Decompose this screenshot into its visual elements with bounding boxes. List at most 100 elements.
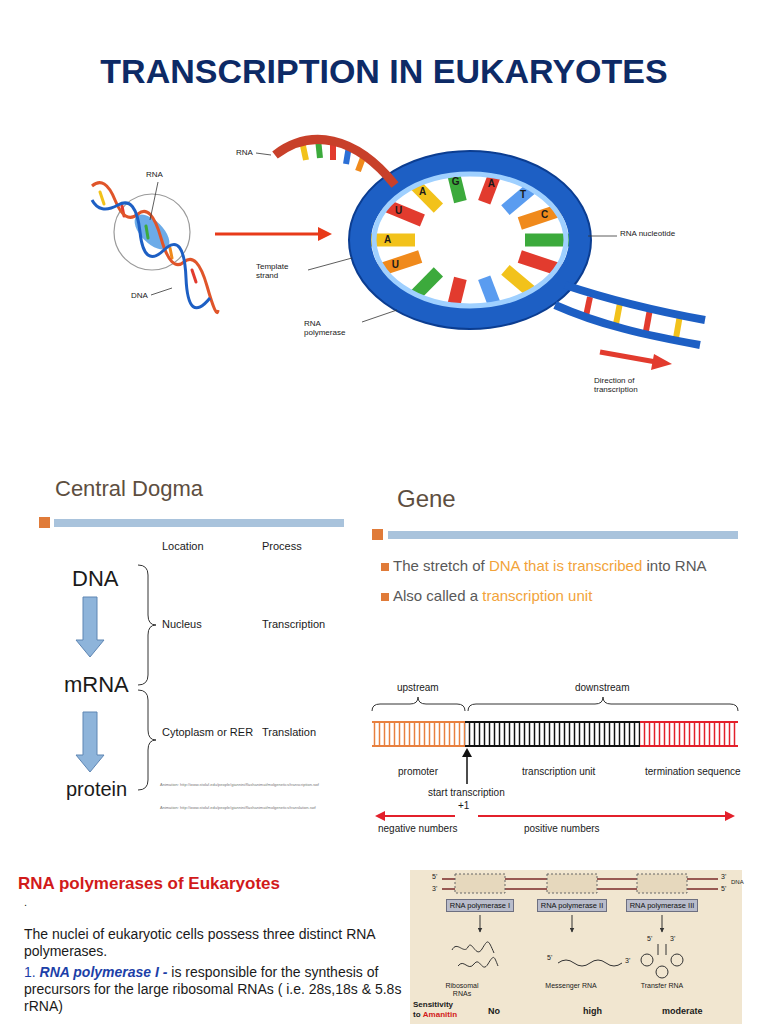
- polymerase-box: RNA polymerase III: [626, 899, 699, 912]
- product-label: Transfer RNA: [637, 982, 687, 990]
- slide-header-bar: [381, 593, 389, 601]
- strand-end: 5': [721, 885, 726, 893]
- row-heading: Amanitin: [423, 1010, 457, 1019]
- body-text: The nuclei of eukaryotic cells possess t…: [24, 926, 409, 960]
- leader-label: RNA: [146, 170, 163, 179]
- slide-header-bar: [388, 531, 738, 539]
- strand-end: 5': [547, 954, 552, 962]
- table-cell: high: [583, 1006, 602, 1016]
- gene-ladder: [640, 721, 738, 723]
- leader-line: [256, 153, 617, 322]
- number-arrow: [375, 811, 385, 821]
- start-arrow: [462, 748, 472, 784]
- polymerase-figure: [480, 915, 662, 932]
- curly-brace: [372, 697, 465, 711]
- base-letter: A: [419, 186, 426, 198]
- zoom-arrow: [215, 233, 320, 236]
- gene-ladder: [465, 722, 640, 746]
- list-term: RNA polymerase I -: [40, 964, 168, 980]
- pointer-label: start transcription: [428, 787, 505, 799]
- slide-header-bar: [39, 517, 50, 528]
- strand-end: 3': [432, 885, 437, 893]
- start-arrow: [466, 754, 468, 784]
- list-number: 1.: [24, 964, 36, 980]
- column-heading: Location: [162, 540, 204, 553]
- section-heading: RNA polymerases of Eukaryotes: [18, 874, 280, 894]
- part-label: DNA: [731, 879, 744, 886]
- slide-header-bar: [54, 519, 344, 527]
- curly-brace: [138, 565, 738, 790]
- bullet-highlight: transcription unit: [482, 587, 592, 604]
- leader-line: [362, 310, 397, 322]
- region-label: upstream: [397, 682, 439, 694]
- zoom-arrow: [318, 227, 332, 241]
- leader-label: DNA: [131, 291, 148, 300]
- credit-note: Animation: http://www.stolaf.edu/people/…: [160, 783, 319, 788]
- base-letter: G: [452, 177, 460, 189]
- region-label: termination sequence: [645, 766, 741, 778]
- polymerase-box: RNA polymerase II: [537, 899, 608, 912]
- bullet-text: Also called a: [393, 587, 478, 604]
- polymerase-name: RNA polymerase I: [450, 901, 510, 910]
- small-helix: [151, 288, 172, 295]
- small-helix: [92, 183, 218, 313]
- base-letter: A: [384, 234, 391, 246]
- dna-helix: [555, 285, 705, 370]
- region-label: promoter: [398, 766, 438, 778]
- table-cell: Nucleus: [162, 618, 202, 631]
- axis-label: positive numbers: [524, 823, 600, 835]
- start-arrow: [462, 748, 472, 757]
- bullet-highlight: DNA that is transcribed: [489, 557, 642, 574]
- small-helix: [146, 226, 148, 238]
- slide-title: Central Dogma: [55, 476, 203, 501]
- base-letter: U: [395, 205, 402, 217]
- gene-ladder: [372, 722, 465, 746]
- number-arrow: [725, 811, 735, 821]
- leader-label: Template strand: [256, 262, 306, 280]
- credit-note: Animation: http://www.stolaf.edu/people/…: [160, 806, 316, 811]
- curly-brace: [138, 565, 156, 685]
- gene-ladder: [465, 745, 640, 747]
- polymerase-name: RNA polymerase III: [630, 901, 695, 910]
- gene-ladder: [465, 721, 640, 723]
- base-letter: T: [520, 189, 526, 201]
- strand-end: 5': [647, 935, 652, 943]
- polymerase-figure: [658, 944, 666, 955]
- polymerase-box: RNA polymerase I: [446, 899, 514, 912]
- leader-label: RNA nucleotide: [620, 229, 676, 238]
- curly-brace: [138, 690, 156, 790]
- text-run: The stretch ofDNA that is transcribedint…: [393, 557, 711, 575]
- small-helix: [100, 192, 104, 204]
- slide-header-bar: [372, 529, 383, 540]
- leader-line: [308, 258, 352, 270]
- leader-line: [256, 153, 271, 155]
- polymerase-figure: [671, 954, 683, 966]
- small-helix: [92, 182, 218, 313]
- small-helix: [114, 194, 190, 270]
- leader-label: RNA polymerase: [304, 319, 360, 337]
- polymerase-figure: [410, 870, 742, 1024]
- strand-end: 5': [432, 873, 437, 881]
- dna-helix: [586, 297, 590, 316]
- molecule-name: DNA: [72, 566, 118, 591]
- rna-strand: [275, 139, 395, 185]
- base-letter: U: [392, 259, 399, 271]
- polymerase-figure: [480, 915, 481, 932]
- number-arrow: [478, 815, 726, 817]
- base-letter: C: [541, 210, 548, 222]
- transcription-bubble: [374, 174, 566, 306]
- zoom-arrow: [215, 227, 332, 241]
- dna-helix: [651, 354, 672, 370]
- text-run: 1.RNA polymerase I -is responsible for t…: [24, 964, 404, 1015]
- table-cell: moderate: [662, 1006, 703, 1016]
- small-helix: [192, 270, 196, 282]
- small-helix: [150, 182, 158, 220]
- leader-label: Direction of transcription: [594, 376, 656, 394]
- region-label: transcription unit: [522, 766, 595, 778]
- bullet-text: The stretch of: [393, 557, 485, 574]
- molecule-name: protein: [66, 778, 127, 801]
- block-arrow: [76, 597, 104, 657]
